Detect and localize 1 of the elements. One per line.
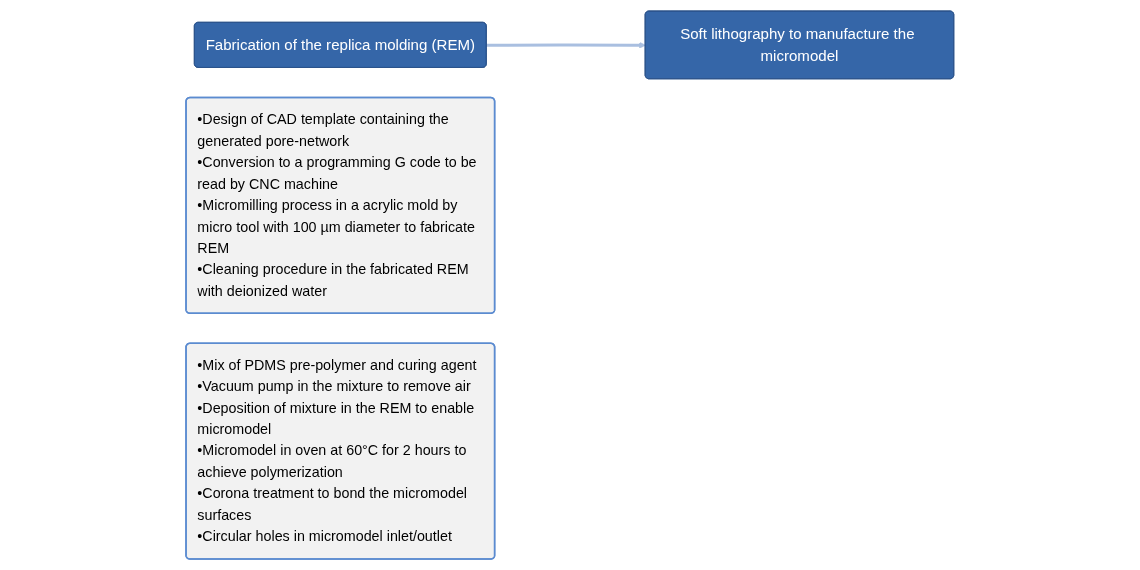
arrow bbox=[486, 41, 646, 49]
